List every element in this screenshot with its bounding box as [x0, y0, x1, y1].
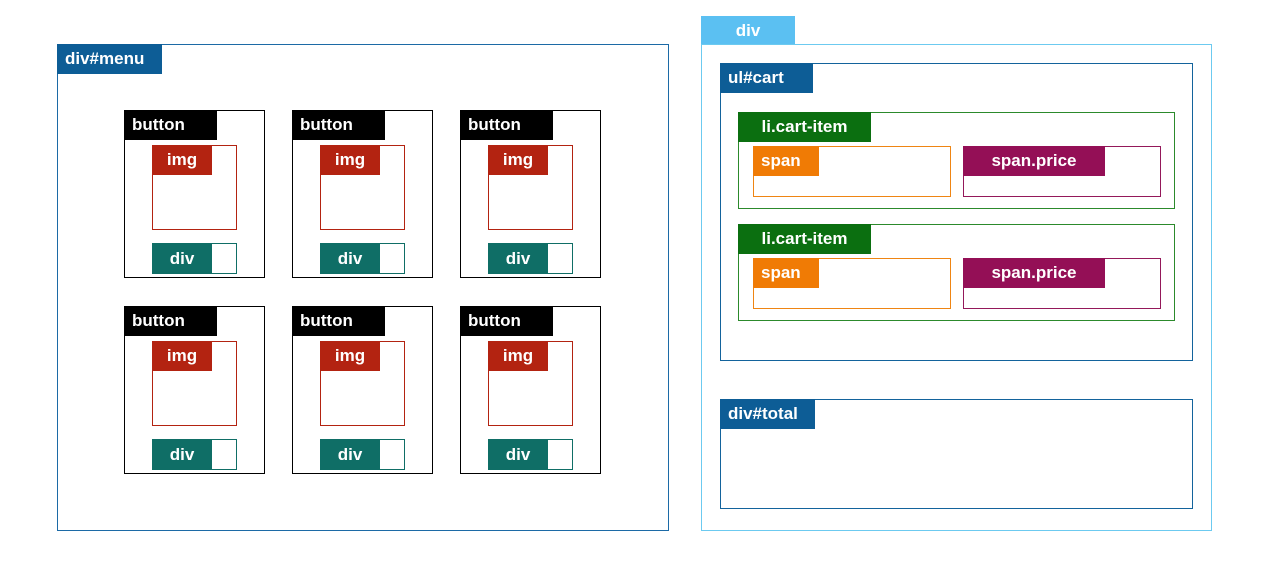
menu-button[interactable]: button img div	[124, 110, 265, 278]
cart-label: ul#cart	[720, 63, 813, 93]
total-label: div#total	[720, 399, 815, 429]
button-div: div	[488, 439, 573, 470]
menu-button[interactable]: button img div	[292, 306, 433, 474]
button-label: button	[292, 110, 385, 140]
div-label: div	[488, 243, 548, 274]
button-image: img	[320, 145, 405, 230]
img-label: img	[320, 341, 380, 371]
img-label: img	[320, 145, 380, 175]
menu-label: div#menu	[57, 44, 162, 74]
button-label: button	[460, 110, 553, 140]
button-image: img	[320, 341, 405, 426]
div-label: div	[152, 439, 212, 470]
button-div: div	[488, 243, 573, 274]
cart-item: li.cart-item span span.price	[738, 112, 1175, 209]
button-div: div	[152, 243, 237, 274]
button-image: img	[152, 341, 237, 426]
price-label: span.price	[963, 258, 1105, 288]
cart-item: li.cart-item span span.price	[738, 224, 1175, 321]
price-label: span.price	[963, 146, 1105, 176]
outer-div-container	[701, 44, 1212, 531]
div-label: div	[320, 439, 380, 470]
item-price: span.price	[963, 258, 1161, 309]
span-label: span	[753, 146, 819, 176]
button-div: div	[152, 439, 237, 470]
button-image: img	[488, 145, 573, 230]
div-label: div	[152, 243, 212, 274]
button-label: button	[124, 306, 217, 336]
img-label: img	[152, 145, 212, 175]
outer-div-label: div	[701, 16, 795, 45]
div-label: div	[320, 243, 380, 274]
total-container: div#total	[720, 399, 1193, 509]
button-div: div	[320, 439, 405, 470]
div-label: div	[488, 439, 548, 470]
menu-button[interactable]: button img div	[292, 110, 433, 278]
cart-item-label: li.cart-item	[738, 112, 871, 142]
button-label: button	[460, 306, 553, 336]
span-label: span	[753, 258, 819, 288]
menu-button[interactable]: button img div	[460, 306, 601, 474]
img-label: img	[488, 341, 548, 371]
menu-button[interactable]: button img div	[124, 306, 265, 474]
img-label: img	[488, 145, 548, 175]
menu-button[interactable]: button img div	[460, 110, 601, 278]
item-span: span	[753, 258, 951, 309]
cart-item-label: li.cart-item	[738, 224, 871, 254]
button-div: div	[320, 243, 405, 274]
img-label: img	[152, 341, 212, 371]
button-image: img	[488, 341, 573, 426]
item-span: span	[753, 146, 951, 197]
menu-container: div#menu	[57, 44, 669, 531]
button-label: button	[292, 306, 385, 336]
button-label: button	[124, 110, 217, 140]
button-image: img	[152, 145, 237, 230]
item-price: span.price	[963, 146, 1161, 197]
cart-list: ul#cart li.cart-item span span.price li.…	[720, 63, 1193, 361]
